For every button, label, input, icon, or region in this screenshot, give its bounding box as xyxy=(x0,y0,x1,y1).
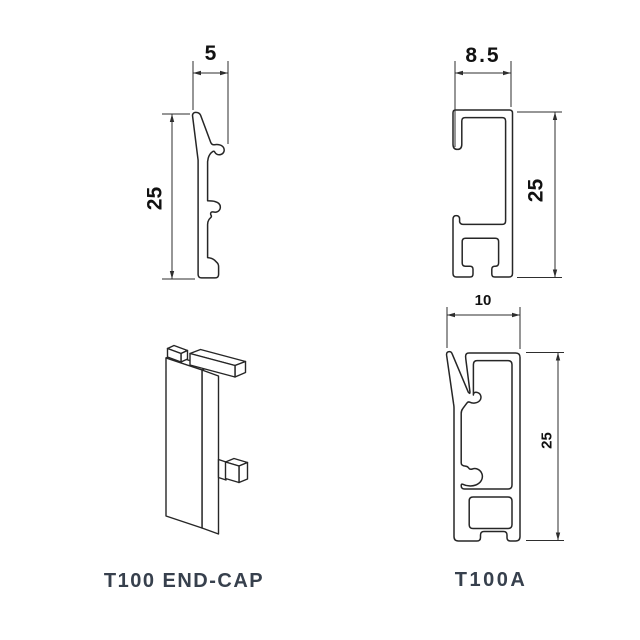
arrowhead xyxy=(447,312,455,318)
extension-line xyxy=(192,61,229,144)
channel-width-dimension xyxy=(454,61,512,147)
endcap-plate-side-face xyxy=(201,369,220,535)
t100a-upper-cavity xyxy=(460,359,513,490)
endcap-lip-front-face xyxy=(166,347,182,363)
channel-width-dim-text: 8.5 xyxy=(465,44,501,67)
arrowhead xyxy=(169,271,175,279)
endcap-mid-tab-lip-face xyxy=(238,461,249,484)
view-t100a-profile xyxy=(445,307,564,542)
arrowhead xyxy=(503,70,511,76)
arrowhead xyxy=(552,269,558,278)
endcap-plate-front-face xyxy=(165,357,203,529)
strip-width-dim-text: 5 xyxy=(204,42,217,65)
t100a-outer-outline xyxy=(445,350,521,542)
endcap-mid-tab-front-face xyxy=(224,461,240,484)
arrowhead xyxy=(555,532,561,541)
channel-height-dimension xyxy=(517,111,562,278)
arrowhead xyxy=(512,312,520,318)
extension-line xyxy=(162,113,195,280)
extension-line xyxy=(446,307,521,349)
arrowhead xyxy=(193,70,201,76)
t100a-lower-cavity xyxy=(468,496,513,530)
endcap-top-tab-front-face xyxy=(189,352,236,378)
view-channel-profile xyxy=(452,61,562,278)
t100a-height-dimension xyxy=(526,352,564,541)
t100a-width-dimension xyxy=(446,307,521,349)
strip-profile-outline xyxy=(191,111,225,279)
arrowhead xyxy=(220,70,228,76)
endcap-caption: T100 END-CAP xyxy=(103,570,265,592)
view-endcap-3d xyxy=(165,344,249,535)
arrowhead xyxy=(552,112,558,120)
arrowhead xyxy=(555,352,561,361)
strip-height-dimension xyxy=(162,113,195,280)
arrowhead xyxy=(455,70,463,76)
strip-height-dim-text: 25 xyxy=(143,186,167,211)
strip-width-dimension xyxy=(192,61,229,144)
channel-height-dim-text: 25 xyxy=(524,178,548,203)
t100a-width-dim-text: 10 xyxy=(474,292,492,309)
t100a-height-dim-text: 25 xyxy=(538,432,556,449)
endcap-mid-tab-connector xyxy=(217,458,227,481)
view-strip-profile xyxy=(162,61,229,280)
extension-line xyxy=(454,61,512,147)
channel-profile-outline xyxy=(452,109,514,278)
t100a-caption: T100A xyxy=(454,569,528,591)
arrowhead xyxy=(169,114,175,122)
